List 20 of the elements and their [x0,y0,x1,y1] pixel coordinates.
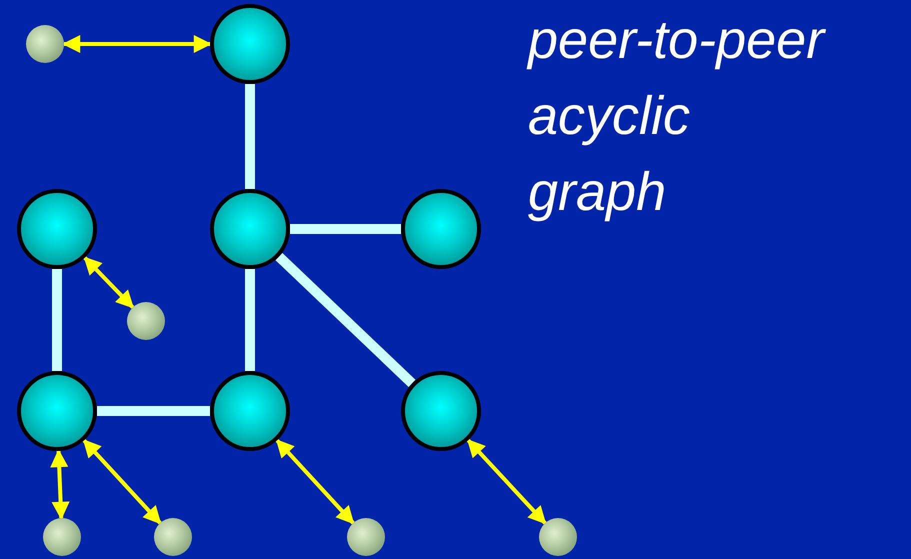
connector-line [276,252,416,388]
connector-line [245,269,255,371]
double-arrow [466,438,547,524]
double-arrow [62,35,212,53]
leaf-node [539,518,577,556]
connector-line [290,224,401,234]
double-arrow [83,256,134,309]
title: peer-to-peer acyclic graph [528,9,824,224]
double-arrow [50,449,70,520]
leaf-node [127,302,165,340]
double-arrow [82,439,162,524]
leaf-node [26,25,64,63]
double-arrow [276,439,355,524]
leaf-node [154,518,192,556]
connector-line [97,406,210,416]
connector-line [245,84,255,189]
leaf-node [43,518,81,556]
peer-node [401,371,481,451]
connector-line [52,269,62,371]
leaf-node [347,518,385,556]
